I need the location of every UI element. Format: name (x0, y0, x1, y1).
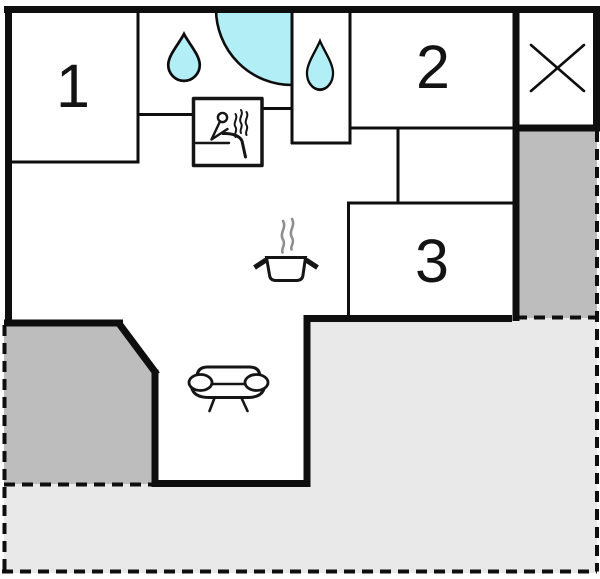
sofa-legs (208, 396, 249, 413)
water-drop-icon (305, 37, 335, 91)
x-marker-lines (529, 43, 586, 93)
terraces (4, 128, 597, 573)
sauna-icon (191, 96, 264, 168)
sofa-seat (190, 385, 266, 399)
x-marker-icon (529, 43, 586, 93)
exterior-walls (4, 6, 600, 487)
terrace-borders (2, 131, 599, 574)
sofa-armrest-left (187, 373, 214, 392)
sauna-person-leg (221, 131, 247, 159)
dashed-borders (2, 131, 599, 574)
walls-exterior (4, 6, 600, 487)
bath-fixtures (166, 8, 335, 91)
sauna-box (191, 96, 264, 168)
sofa-icon (187, 365, 270, 413)
sofa-back (195, 365, 262, 390)
covered-terrace-left (4, 323, 155, 485)
room-3-label: 3 (415, 227, 449, 295)
room-labels: 1 2 3 (56, 33, 450, 295)
pot-steam (280, 217, 295, 254)
corner-bath (216, 9, 292, 85)
water-drop-icon (166, 31, 202, 83)
sofa-armrest-right (243, 373, 270, 392)
walls-interior (7, 8, 514, 317)
corner-bath-rim (214, 8, 293, 87)
covered-terrace-right (516, 128, 597, 318)
cooking-pot-icon (253, 217, 319, 282)
sauna-person-head (216, 111, 229, 124)
pot-handles (253, 257, 319, 270)
interior-walls (7, 8, 514, 317)
pot-body (264, 256, 308, 282)
open-terrace (4, 318, 597, 573)
room-1-label: 1 (56, 52, 90, 120)
sauna-steam (233, 109, 249, 138)
room-2-label: 2 (416, 33, 450, 101)
